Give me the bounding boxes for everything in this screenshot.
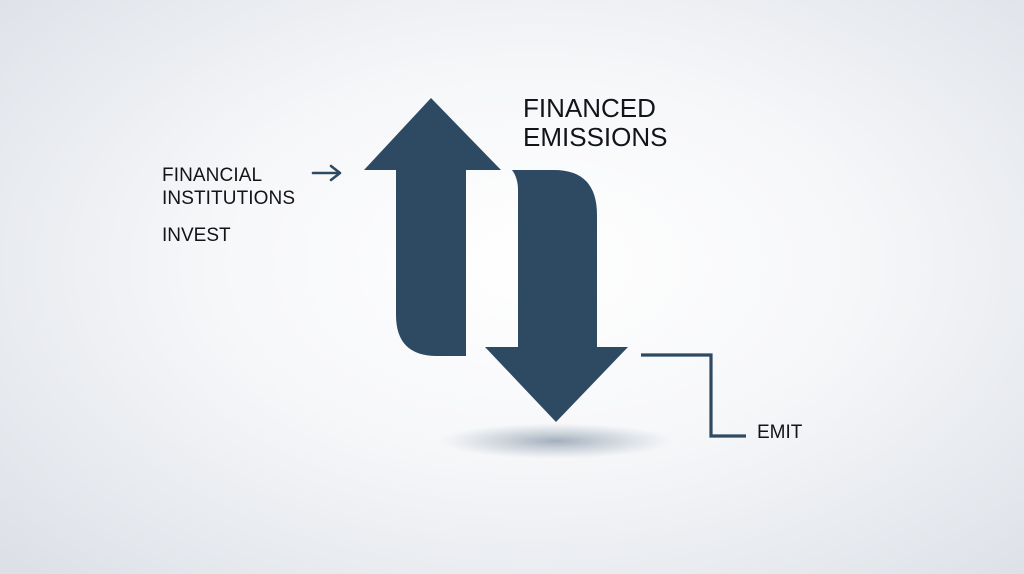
invest-label: INVEST: [162, 225, 231, 246]
financed-emissions-label: FINANCED EMISSIONS: [523, 94, 667, 152]
left-label-line-2: INSTITUTIONS: [162, 188, 296, 209]
left-label-line-1: FINANCIAL: [162, 165, 263, 186]
top-label-line-2: EMISSIONS: [523, 122, 668, 152]
emit-label: EMIT: [757, 422, 803, 443]
up-arrow: [364, 98, 501, 356]
arrow-shadow: [438, 423, 674, 459]
financial-institutions-label: FINANCIAL INSTITUTIONS: [162, 164, 295, 210]
down-arrow: [485, 170, 628, 422]
emit-connector: [641, 353, 746, 438]
right-arrow-icon: [311, 164, 342, 182]
top-label-line-1: FINANCED: [523, 93, 656, 123]
